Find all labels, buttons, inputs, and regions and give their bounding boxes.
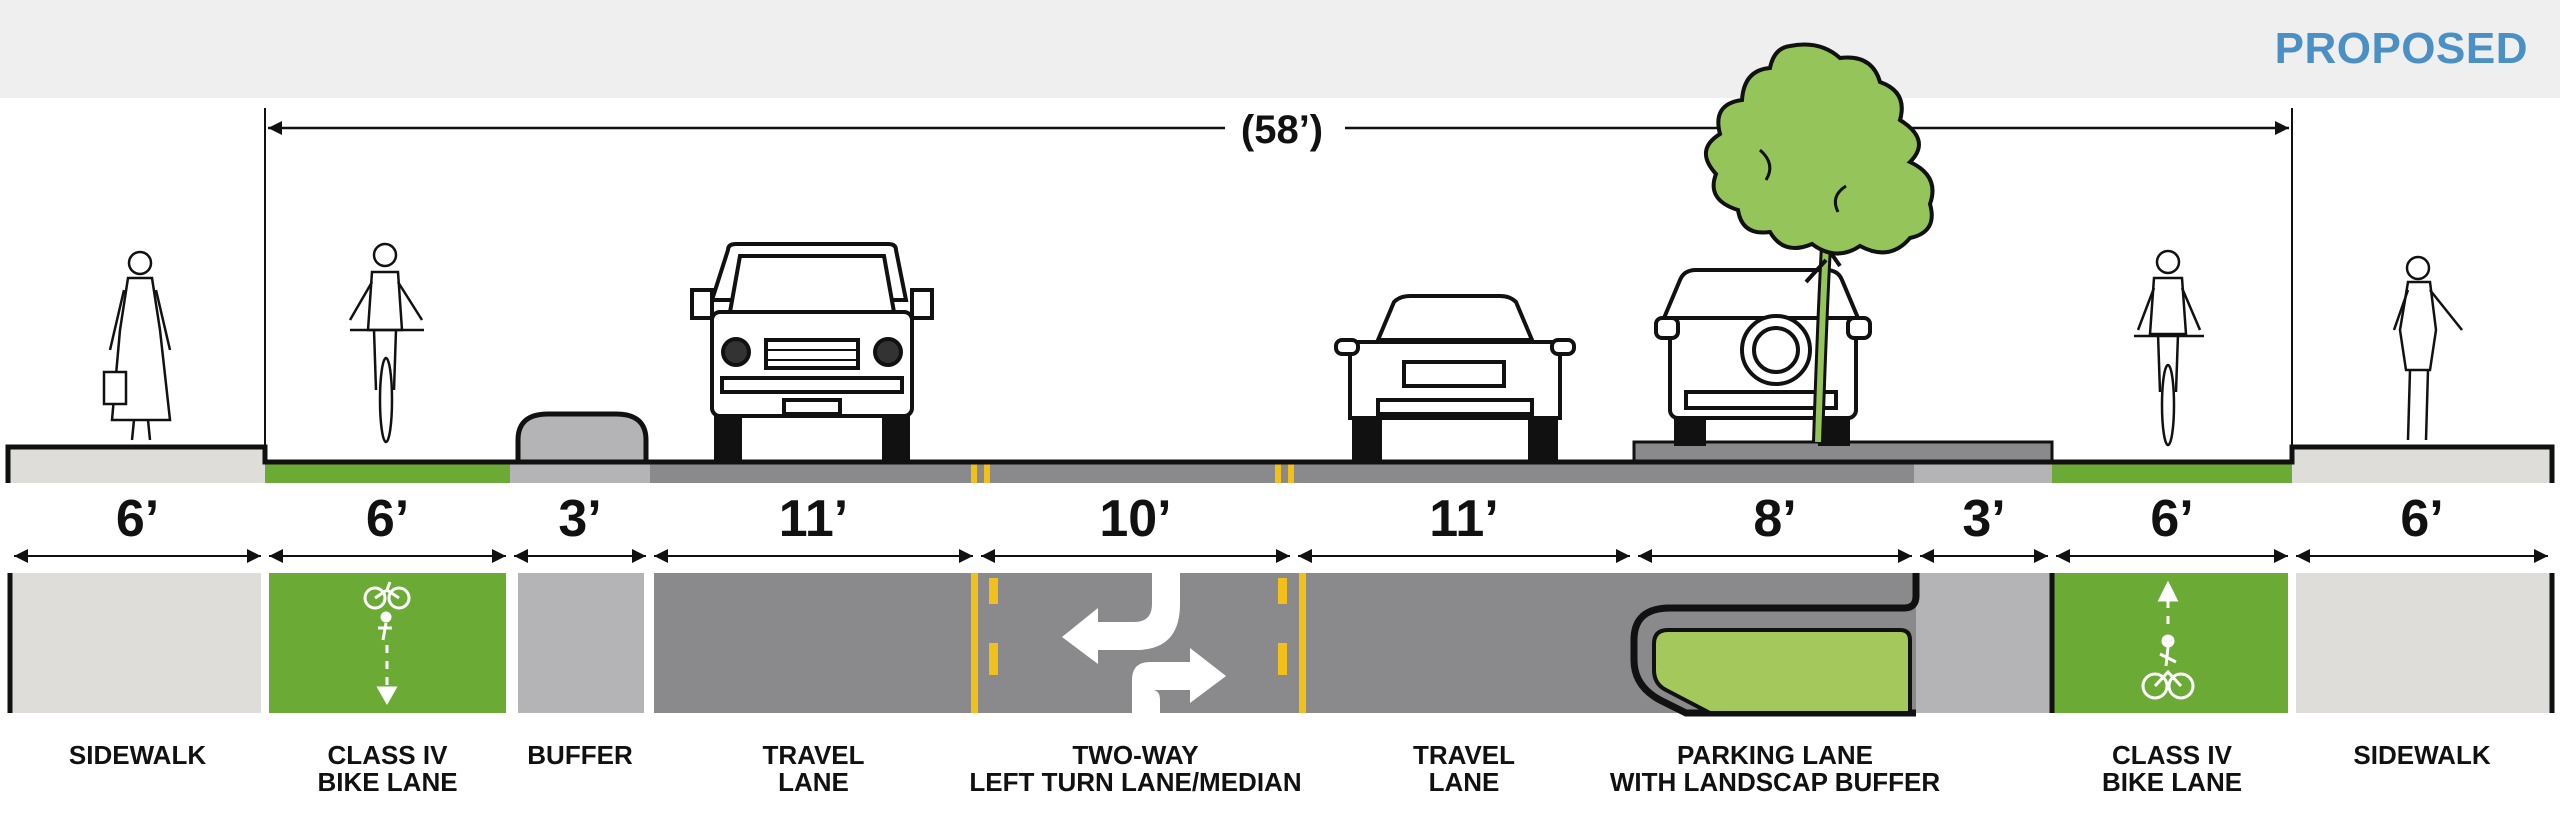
pedestrian-icon — [2392, 255, 2463, 441]
turn-arrow-icon — [1062, 573, 1180, 664]
pedestrian-icon — [102, 250, 172, 441]
width-label-parking: 8’ — [1753, 490, 1796, 548]
bike-symbol-icon — [2141, 580, 2195, 700]
segment-name-line: SIDEWALK — [2353, 740, 2491, 770]
width-label-sidewalk-right: 6’ — [2400, 490, 2443, 548]
tree-icon — [1704, 42, 1935, 443]
segment-name-sidewalk-left: SIDEWALK — [69, 742, 206, 769]
bike-symbol-icon — [363, 581, 411, 706]
cyclist-icon — [348, 242, 424, 444]
segment-name-line: LANE — [1428, 767, 1500, 797]
width-label-bike-right: 6’ — [2150, 490, 2193, 548]
segment-name-line: TRAVEL — [1412, 740, 1516, 770]
width-label-travel-right: 11’ — [1429, 490, 1498, 548]
width-label-travel-left: 11’ — [779, 490, 848, 548]
van-icon — [690, 242, 934, 462]
header-band — [0, 0, 2560, 98]
segment-name-line: WITH LANDSCAP BUFFER — [1609, 767, 1941, 797]
segment-name-buffer: BUFFER — [527, 742, 632, 769]
segment-name-line: BIKE LANE — [317, 767, 458, 797]
width-label-buffer: 3’ — [558, 490, 601, 548]
segment-name-line: CLASS IV — [327, 740, 448, 770]
segment-name-line: PARKING LANE — [1677, 740, 1873, 770]
overall-width-label: (58’) — [1241, 108, 1323, 152]
surface-profile — [5, 411, 2555, 483]
parking-buffer-plan — [1916, 573, 2052, 713]
segment-name-line: TWO-WAY — [1072, 740, 1199, 770]
sedan-icon — [1334, 294, 1576, 462]
width-label-bike-left: 6’ — [366, 490, 409, 548]
segment-name-line: LANE — [778, 767, 849, 797]
width-label-center-turn: 10’ — [1099, 490, 1171, 548]
segment-name-line: SIDEWALK — [68, 740, 207, 770]
turn-arrow-icon — [1132, 648, 1226, 713]
width-label-sidewalk-left: 6’ — [116, 490, 159, 548]
plan-view — [7, 573, 2555, 717]
proposed-badge: PROPOSED — [2274, 24, 2528, 73]
segment-name-line: CLASS IV — [2112, 740, 2232, 770]
segment-dimensions: 6’ 6’ 3’ 11’ 10’ 11’ 8’ 3’ 6’ 6’ — [14, 490, 2548, 563]
segment-name-line: BUFFER — [527, 740, 633, 770]
suv-icon — [1654, 268, 1872, 446]
cyclist-icon — [2134, 249, 2204, 447]
width-label-parking-buffer: 3’ — [1962, 490, 2005, 548]
segment-name-line: LEFT TURN LANE/MEDIAN — [969, 767, 1302, 797]
segment-name-line: TRAVEL — [762, 740, 865, 770]
overall-dimension: (58’) — [264, 108, 2293, 450]
segment-name-sidewalk-right: SIDEWALK — [2353, 742, 2490, 769]
segment-name-line: BIKE LANE — [2101, 767, 2243, 797]
buffer-plan — [518, 573, 644, 713]
